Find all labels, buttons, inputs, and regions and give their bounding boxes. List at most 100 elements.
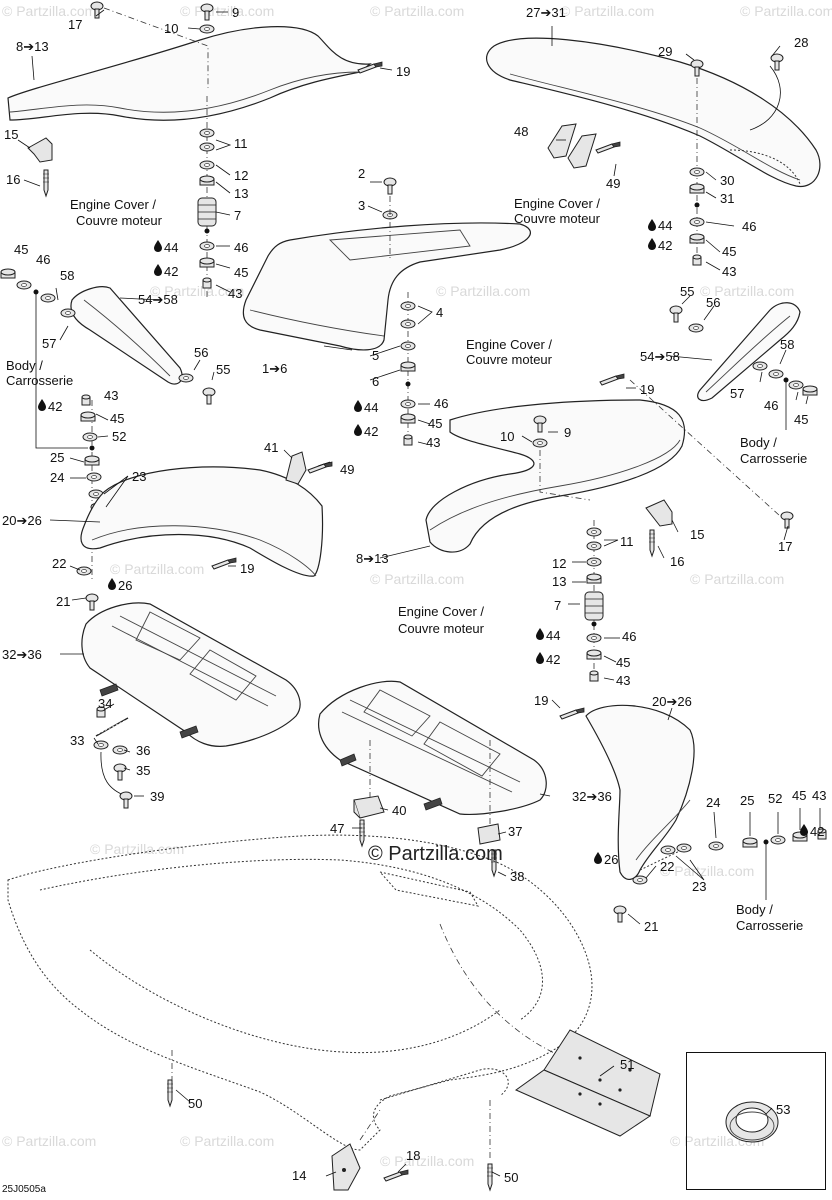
callout-45g: 45 [794, 412, 808, 427]
washer-58b-icon [768, 369, 784, 379]
callout-43c: 43 [426, 435, 440, 450]
callout-45a: 45 [234, 265, 248, 280]
callout-21a: 21 [56, 594, 70, 609]
svg-text:© Partzilla.com: © Partzilla.com [436, 283, 530, 299]
callout-20-26a: 20➔26 [2, 513, 42, 528]
svg-text:© Partzilla.com: © Partzilla.com [180, 1133, 274, 1149]
callout-45h: 45 [792, 788, 806, 803]
callout-2: 2 [358, 166, 365, 181]
grommet-53-icon [725, 1101, 779, 1143]
callout-19d: 19 [534, 693, 548, 708]
washer-46a-icon [199, 241, 215, 251]
washer-22a-icon [76, 566, 92, 576]
washer-23c-icon [660, 845, 676, 855]
callout-23b: 23 [692, 879, 706, 894]
callout-3: 3 [358, 198, 365, 213]
watermark-layer: © Partzilla.com © Partzilla.com © Partzi… [2, 3, 832, 1169]
pin-16b-icon [648, 529, 656, 557]
spacer-43c-icon [403, 434, 413, 446]
svg-text:© Partzilla.com: © Partzilla.com [2, 1133, 96, 1149]
catalog-code: 25J0505a [2, 1184, 46, 1195]
callout-45b: 45 [722, 244, 736, 259]
callout-27-31: 27➔31 [526, 5, 566, 20]
strap-34-icon [95, 717, 129, 737]
pin-50b-icon [486, 1163, 494, 1191]
note-couvre-moteur-4: Couvre moteur [398, 621, 485, 636]
bracket-15b-icon [645, 499, 673, 527]
callout-45e: 45 [110, 411, 124, 426]
screw-28-icon [770, 53, 784, 71]
callout-7a: 7 [234, 208, 241, 223]
callout-46a: 46 [234, 240, 248, 255]
callout-10a: 10 [164, 21, 178, 36]
callout-8-13b: 8➔13 [356, 551, 389, 566]
note-carrosserie-1: Carrosserie [6, 373, 73, 388]
block-40-icon [353, 795, 385, 819]
bracket-14-icon [331, 1143, 361, 1191]
callout-56b: 56 [706, 295, 720, 310]
callout-53: 53 [776, 1102, 790, 1117]
callout-11b: 11 [620, 534, 634, 549]
washer-11b-icon [199, 142, 215, 152]
callout-45c: 45 [428, 416, 442, 431]
callout-20-26b: 20➔26 [652, 694, 692, 709]
seat-cushion-center [318, 680, 547, 815]
pin-50a-icon [166, 1079, 174, 1107]
washer-22b-icon [632, 875, 648, 885]
callout-22a: 22 [52, 556, 66, 571]
svg-text:© Partzilla.com: © Partzilla.com [690, 571, 784, 587]
screw-17b-icon [780, 511, 794, 529]
callout-16b: 16 [670, 554, 684, 569]
callout-25a: 25 [50, 450, 64, 465]
svg-text:© Partzilla.com: © Partzilla.com [380, 1153, 474, 1169]
callout-14: 14 [292, 1168, 306, 1183]
callout-36: 36 [136, 743, 150, 758]
drop-icon [536, 628, 544, 640]
callout-48: 48 [514, 124, 528, 139]
callout-43e: 43 [616, 673, 630, 688]
washer-46d-icon [16, 280, 32, 290]
callout-10b: 10 [500, 429, 514, 444]
washer-10-icon [199, 24, 215, 34]
callout-21b: 21 [644, 919, 658, 934]
callout-42a: 42 [164, 264, 178, 279]
leader-lines [17, 9, 821, 1177]
seat-cover-right [425, 399, 686, 553]
callout-58a: 58 [60, 268, 74, 283]
nut-13b-icon [586, 573, 602, 584]
callout-31: 31 [720, 191, 734, 206]
svg-text:© Partzilla.com: © Partzilla.com [740, 3, 832, 19]
callout-12b: 12 [552, 556, 566, 571]
callout-32-36a: 32➔36 [2, 647, 42, 662]
rivet-49a-icon [595, 141, 621, 154]
nut-13-icon [199, 175, 215, 186]
spacer-43a-icon [202, 277, 212, 289]
rivet-18-icon [383, 1169, 409, 1182]
bracket-15-icon [27, 137, 53, 163]
handle-right [697, 302, 801, 402]
callout-18: 18 [406, 1148, 420, 1163]
nut-45d-icon [0, 268, 16, 279]
damper-7-icon [197, 197, 217, 227]
handle-left [70, 286, 183, 385]
svg-text:© Partzilla.com: © Partzilla.com [2, 3, 96, 19]
callout-44a: 44 [164, 240, 178, 255]
callout-55a: 55 [216, 362, 230, 377]
callout-42c: 42 [364, 424, 378, 439]
screw-35-icon [113, 763, 127, 781]
note-couvre-moteur-1: Couvre moteur [76, 213, 163, 228]
nut-45f-icon [586, 649, 602, 660]
callout-49a: 49 [606, 176, 620, 191]
screw-39-icon [119, 791, 133, 809]
seat-cover-top-left [7, 26, 372, 121]
callout-43b: 43 [722, 264, 736, 279]
callout-52a: 52 [112, 429, 126, 444]
drop-icon [800, 824, 808, 836]
callout-29: 29 [658, 44, 672, 59]
drop-icon [154, 240, 162, 252]
washer-11d-icon [586, 541, 602, 551]
callout-42f: 42 [810, 824, 824, 839]
svg-text:© Partzilla.com: © Partzilla.com [560, 3, 654, 19]
note-carrosserie-3: Carrosserie [736, 918, 803, 933]
callout-33: 33 [70, 733, 84, 748]
